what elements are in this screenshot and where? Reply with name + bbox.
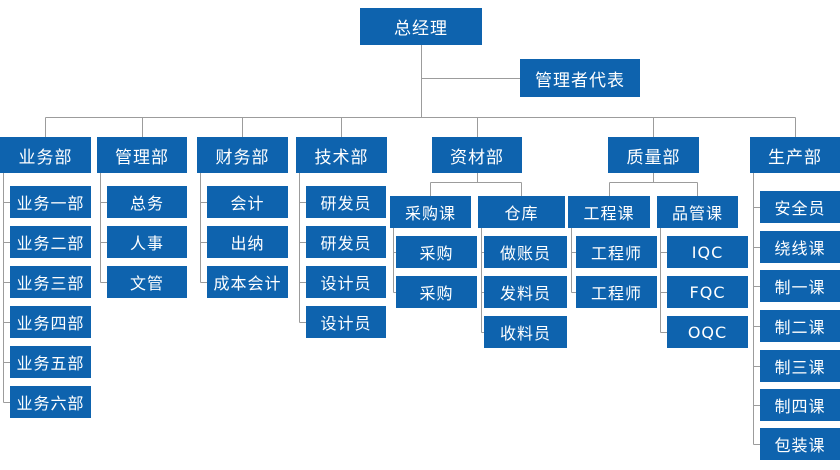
dept-technology: 技术部 (296, 137, 387, 173)
node-bookkeeper: 做账员 (484, 236, 567, 268)
node-engineer-1: 工程师 (576, 236, 657, 268)
node-cost-accountant: 成本会计 (207, 266, 288, 298)
node-document-control: 文管 (107, 266, 187, 298)
dept-production: 生产部 (750, 137, 840, 173)
dept-finance: 财务部 (197, 137, 288, 173)
dept-sales: 业务部 (0, 137, 91, 173)
dept-quality: 质量部 (608, 137, 699, 173)
node-iqc: IQC (667, 236, 748, 268)
node-rd-engineer-1: 研发员 (306, 186, 386, 218)
node-fqc: FQC (667, 276, 748, 308)
course-engineering: 工程课 (568, 196, 650, 228)
course-warehouse: 仓库 (478, 196, 565, 228)
node-buyer-1: 采购 (396, 236, 477, 268)
node-oqc: OQC (667, 316, 748, 348)
node-engineer-2: 工程师 (576, 276, 657, 308)
node-general-manager: 总经理 (360, 8, 482, 45)
course-purchasing: 采购课 (390, 196, 471, 228)
node-production-section-3: 制三课 (760, 350, 840, 382)
node-production-section-2: 制二课 (760, 310, 840, 342)
node-designer-2: 设计员 (306, 306, 386, 338)
node-sales-unit-3: 业务三部 (10, 266, 91, 298)
course-quality-control: 品管课 (657, 196, 738, 228)
dept-administration: 管理部 (97, 137, 187, 173)
node-accountant: 会计 (207, 186, 288, 218)
node-production-section-4: 制四课 (760, 389, 840, 421)
dept-materials: 资材部 (432, 137, 522, 173)
node-rd-engineer-2: 研发员 (306, 226, 386, 258)
node-sales-unit-1: 业务一部 (10, 186, 91, 218)
node-sales-unit-6: 业务六部 (10, 386, 91, 418)
node-material-receiver: 收料员 (484, 316, 567, 348)
node-sales-unit-2: 业务二部 (10, 226, 91, 258)
node-management-representative: 管理者代表 (520, 59, 640, 97)
node-cashier: 出纳 (207, 226, 288, 258)
node-safety-officer: 安全员 (760, 191, 840, 223)
node-designer-1: 设计员 (306, 266, 386, 298)
node-sales-unit-4: 业务四部 (10, 306, 91, 338)
node-packaging-section: 包装课 (760, 428, 840, 460)
node-buyer-2: 采购 (396, 276, 477, 308)
node-general-affairs: 总务 (107, 186, 187, 218)
node-production-section-1: 制一课 (760, 270, 840, 302)
node-material-issuer: 发料员 (484, 276, 567, 308)
node-hr: 人事 (107, 226, 187, 258)
node-winding-section: 绕线课 (760, 231, 840, 263)
node-sales-unit-5: 业务五部 (10, 346, 91, 378)
